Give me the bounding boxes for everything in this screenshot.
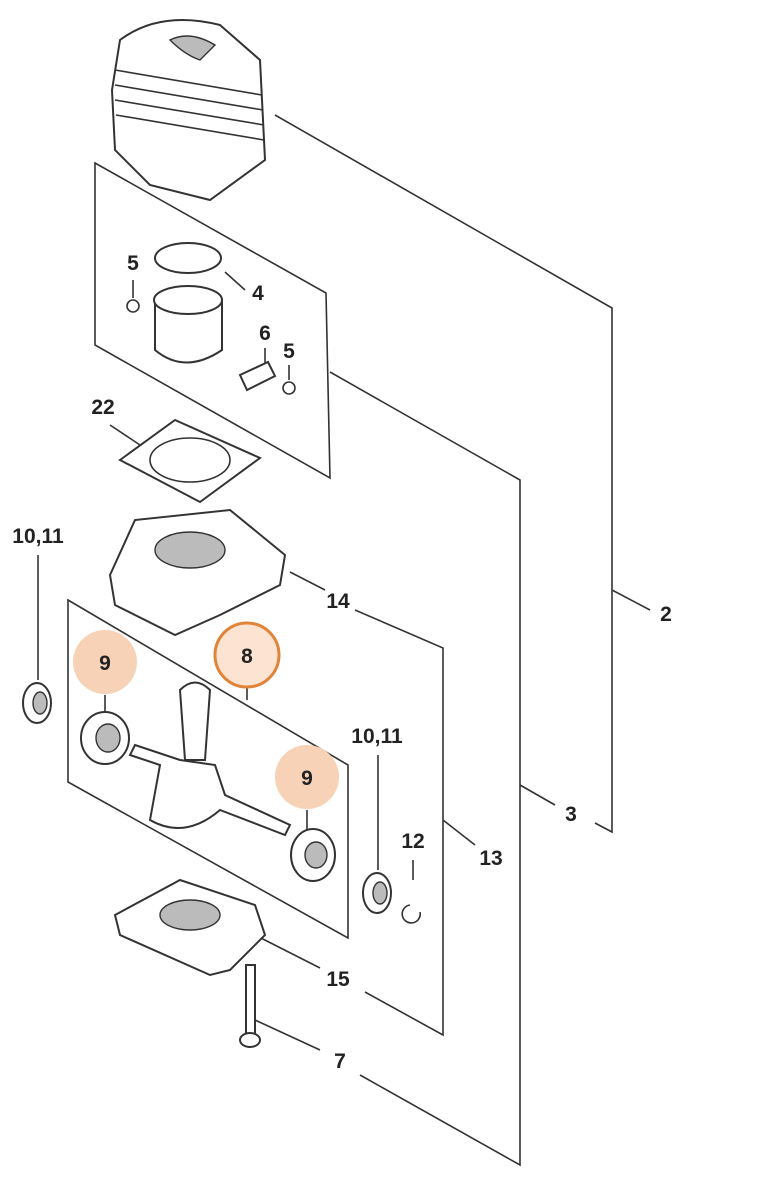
callout-labels: 5 4 6 5 22 10,11 14 2 8 9 10,11 9 3 12 1…: [12, 252, 672, 1073]
label-14[interactable]: 14: [326, 590, 350, 613]
piston-pin-part: [238, 360, 277, 392]
label-5-right[interactable]: 5: [283, 340, 295, 363]
label-9-right[interactable]: 9: [301, 767, 313, 790]
label-3[interactable]: 3: [565, 803, 577, 826]
label-10-11-left[interactable]: 10,11: [12, 525, 64, 548]
label-6[interactable]: 6: [259, 322, 271, 345]
bearing-left-part: [80, 711, 130, 765]
marker-circle-9-left[interactable]: [73, 630, 137, 694]
label-12[interactable]: 12: [401, 830, 424, 853]
snap-ring-parts: [126, 299, 296, 395]
circlip-part: [401, 904, 421, 924]
oil-seal-right-part: [362, 872, 392, 914]
crankshaft-part: [128, 681, 292, 837]
label-13[interactable]: 13: [479, 847, 502, 870]
marker-circle-9-right[interactable]: [275, 745, 339, 809]
screw-part: [239, 964, 261, 1048]
crankcase-top-part: [108, 508, 287, 637]
label-4[interactable]: 4: [252, 282, 264, 305]
label-15[interactable]: 15: [326, 968, 350, 991]
crankcase-bottom-part: [113, 878, 267, 977]
label-2[interactable]: 2: [660, 603, 672, 626]
piston-part: [153, 285, 223, 364]
label-5-left[interactable]: 5: [127, 252, 139, 275]
label-8[interactable]: 8: [241, 645, 253, 668]
bearing-right-part: [290, 828, 336, 882]
label-7[interactable]: 7: [334, 1050, 346, 1073]
leader-lines: [37, 114, 651, 1167]
highlight-circle-8[interactable]: [213, 621, 281, 689]
label-9-left[interactable]: 9: [99, 652, 111, 675]
oil-seal-left-part: [22, 682, 52, 724]
piston-ring-part: [154, 242, 222, 274]
gasket-part: [118, 418, 262, 504]
label-10-11-right[interactable]: 10,11: [351, 725, 403, 748]
label-22[interactable]: 22: [91, 396, 114, 419]
cylinder-part: [110, 19, 267, 202]
